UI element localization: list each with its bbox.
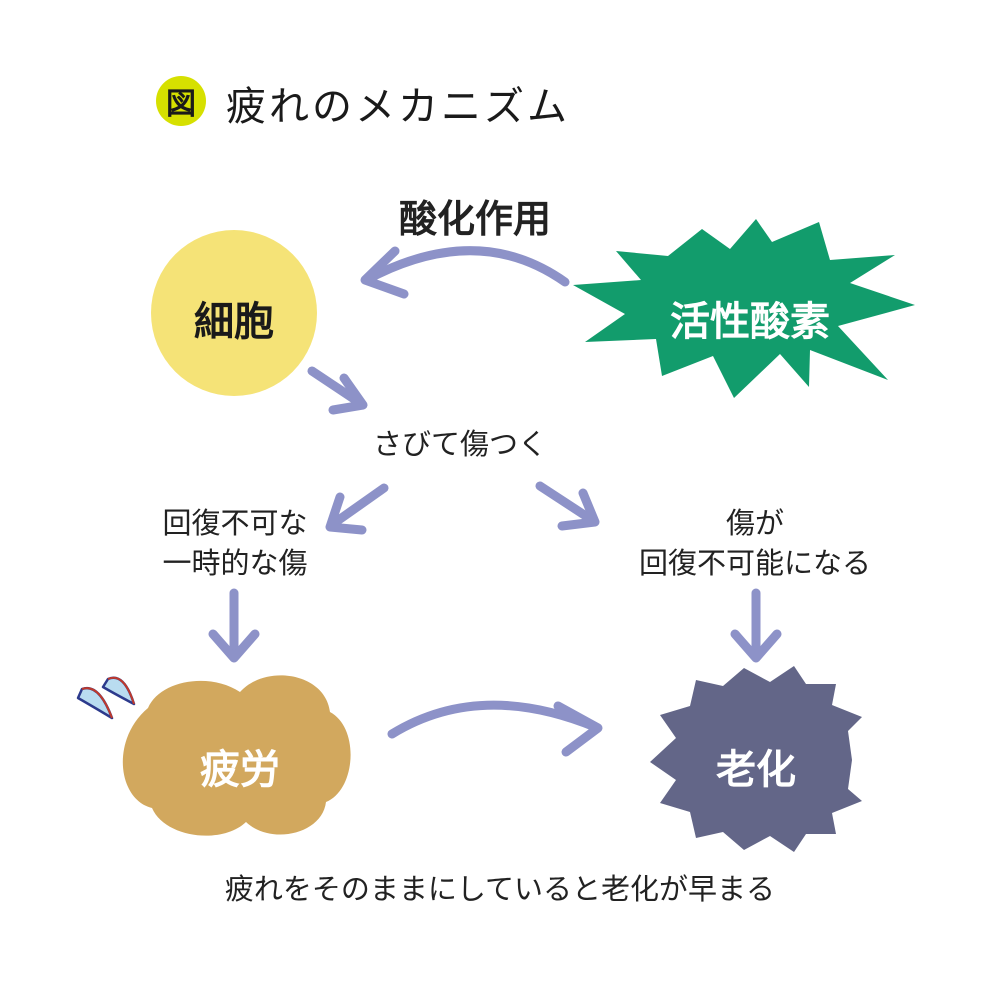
cell-to-damage-arrow	[307, 366, 368, 415]
damage-step-label: さびて傷つく	[372, 427, 547, 461]
temporary-to-fatigue-arrow	[208, 588, 260, 663]
active-oxygen-label: 活性酸素	[670, 299, 830, 345]
damage-to-permanent-arrow	[535, 481, 600, 531]
cell-label: 細胞	[194, 299, 274, 345]
aging-node	[650, 666, 862, 852]
figure-badge: 図	[156, 76, 206, 126]
temporary-damage-line-2: 一時的な傷	[162, 546, 308, 580]
temporary-damage-label: 回復不可な 一時的な傷	[130, 503, 340, 583]
oxidation-label: 酸化作用	[398, 197, 551, 241]
permanent-to-aging-arrow	[730, 588, 782, 663]
permanent-damage-line-1: 傷が	[725, 506, 784, 540]
active-oxygen-node	[573, 219, 915, 398]
aging-label: 老化	[716, 747, 796, 793]
fatigue-node	[122, 675, 351, 836]
damage-to-temporary-arrow	[325, 483, 389, 535]
fatigue-to-aging-arrow	[387, 700, 603, 757]
diagram-title: 疲れのメカニズム	[226, 84, 570, 130]
sweat-drops-icon	[76, 676, 136, 720]
footer-caption: 疲れをそのままにしていると老化が早まる	[224, 872, 776, 906]
permanent-damage-label: 傷が 回復不可能になる	[610, 503, 900, 583]
temporary-damage-line-1: 回復不可な	[162, 506, 308, 540]
fatigue-label: 疲労	[200, 747, 280, 793]
cell-node	[151, 230, 317, 396]
oxidation-arrow	[360, 246, 570, 299]
permanent-damage-line-2: 回復不可能になる	[638, 546, 871, 580]
